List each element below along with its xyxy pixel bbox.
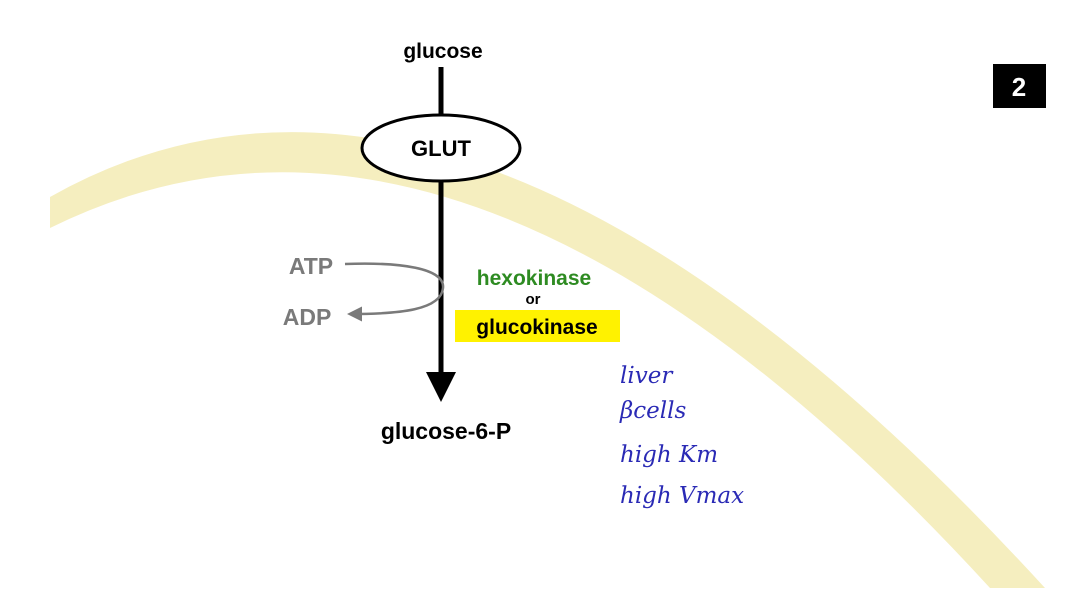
substrate-label: glucose: [403, 40, 482, 63]
slide-number: 2: [1012, 72, 1026, 102]
note-beta-cells: βcells: [619, 398, 687, 424]
transporter-label: GLUT: [411, 136, 471, 161]
atp-adp-curve: [344, 262, 445, 322]
glut-transporter: [360, 113, 522, 183]
note-high-km: high Km: [620, 442, 718, 468]
note-high-vmax: high Vmax: [620, 483, 744, 509]
product-label: glucose-6-P: [381, 418, 511, 444]
note-liver: liver: [620, 363, 674, 389]
glucokinase-label: glucokinase: [476, 316, 597, 339]
slide-number-badge: [993, 64, 1046, 108]
hexokinase-label: hexokinase: [477, 267, 591, 290]
adp-label: ADP: [283, 304, 332, 330]
or-label: or: [526, 291, 541, 308]
glucokinase-highlight: [455, 310, 620, 342]
cell-membrane-band: [50, 132, 1045, 588]
atp-label: ATP: [289, 253, 333, 279]
